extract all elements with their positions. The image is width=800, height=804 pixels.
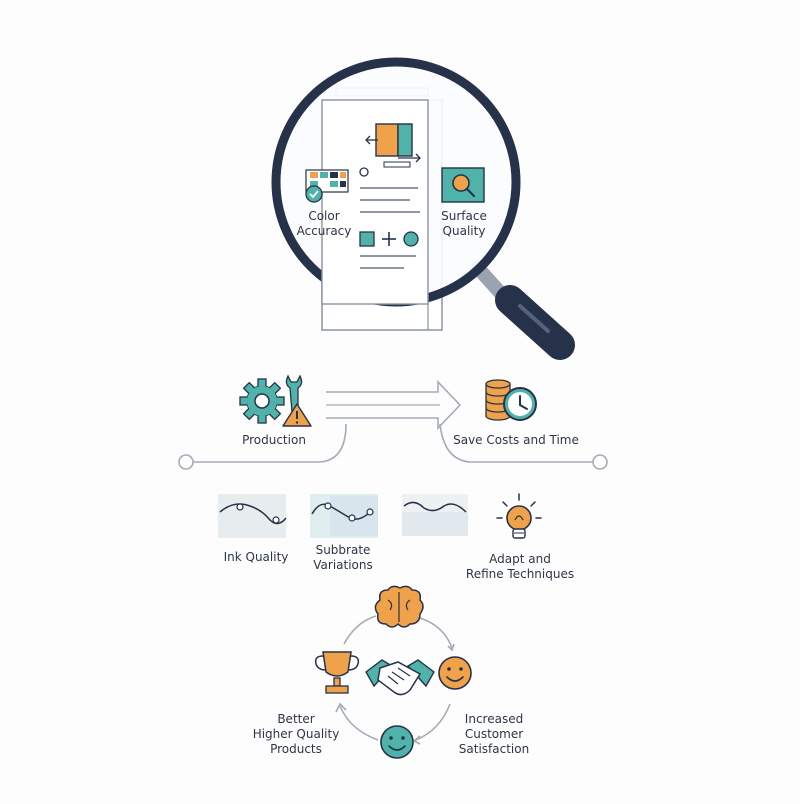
coins-clock-icon bbox=[485, 379, 537, 421]
trophy-icon bbox=[314, 651, 360, 694]
production-label: Production bbox=[242, 433, 306, 447]
brain-icon bbox=[374, 585, 424, 628]
save-costs-label: Save Costs and Time bbox=[453, 433, 579, 447]
surface-magnifier-icon bbox=[441, 167, 485, 203]
customer-satisfaction-label: Increased Customer Satisfaction bbox=[446, 712, 542, 757]
substrate-line2: Variations bbox=[313, 558, 373, 572]
ink-quality-label: Ink Quality bbox=[223, 550, 289, 564]
adapt-label: Adapt and Refine Techniques bbox=[460, 552, 580, 582]
satisfaction-line2: Customer bbox=[464, 727, 524, 741]
substrate-chart-icon bbox=[310, 494, 378, 538]
better-products-label: Better Higher Quality Products bbox=[246, 712, 346, 757]
magnifier-lens bbox=[271, 57, 521, 307]
adapt-line1: Adapt and bbox=[489, 552, 551, 566]
substrate-label: Subbrate Variations bbox=[300, 543, 386, 573]
flow-connector bbox=[178, 380, 608, 470]
surface-quality-line1: Surface bbox=[441, 209, 487, 223]
warning-icon bbox=[282, 403, 312, 427]
color-palette-icon bbox=[305, 169, 349, 203]
surface-quality-label: Surface Quality bbox=[428, 209, 500, 239]
magnifier-handle bbox=[471, 261, 575, 360]
handshake-icon bbox=[365, 659, 435, 696]
color-swatch-icon bbox=[365, 123, 421, 168]
gear-wrench-icon bbox=[239, 374, 303, 424]
color-accuracy-line1: Color bbox=[308, 209, 340, 223]
variation-chart-icon bbox=[402, 494, 468, 536]
substrate-line1: Subbrate bbox=[315, 543, 371, 557]
smiley-teal-icon bbox=[380, 725, 414, 759]
satisfaction-line3: Satisfaction bbox=[458, 742, 530, 756]
better-line1: Better bbox=[277, 712, 315, 726]
better-line3: Products bbox=[270, 742, 322, 756]
better-line2: Higher Quality bbox=[252, 727, 340, 741]
cycle-arrows bbox=[335, 615, 455, 745]
surface-quality-line2: Quality bbox=[442, 224, 486, 238]
ink-quality-chart-icon bbox=[218, 494, 287, 538]
color-accuracy-label: Color Accuracy bbox=[288, 209, 360, 239]
satisfaction-line1: Increased bbox=[464, 712, 524, 726]
adapt-line2: Refine Techniques bbox=[465, 567, 575, 581]
color-accuracy-line2: Accuracy bbox=[296, 224, 352, 238]
lightbulb-icon bbox=[496, 493, 542, 539]
smiley-orange-icon bbox=[438, 656, 472, 690]
